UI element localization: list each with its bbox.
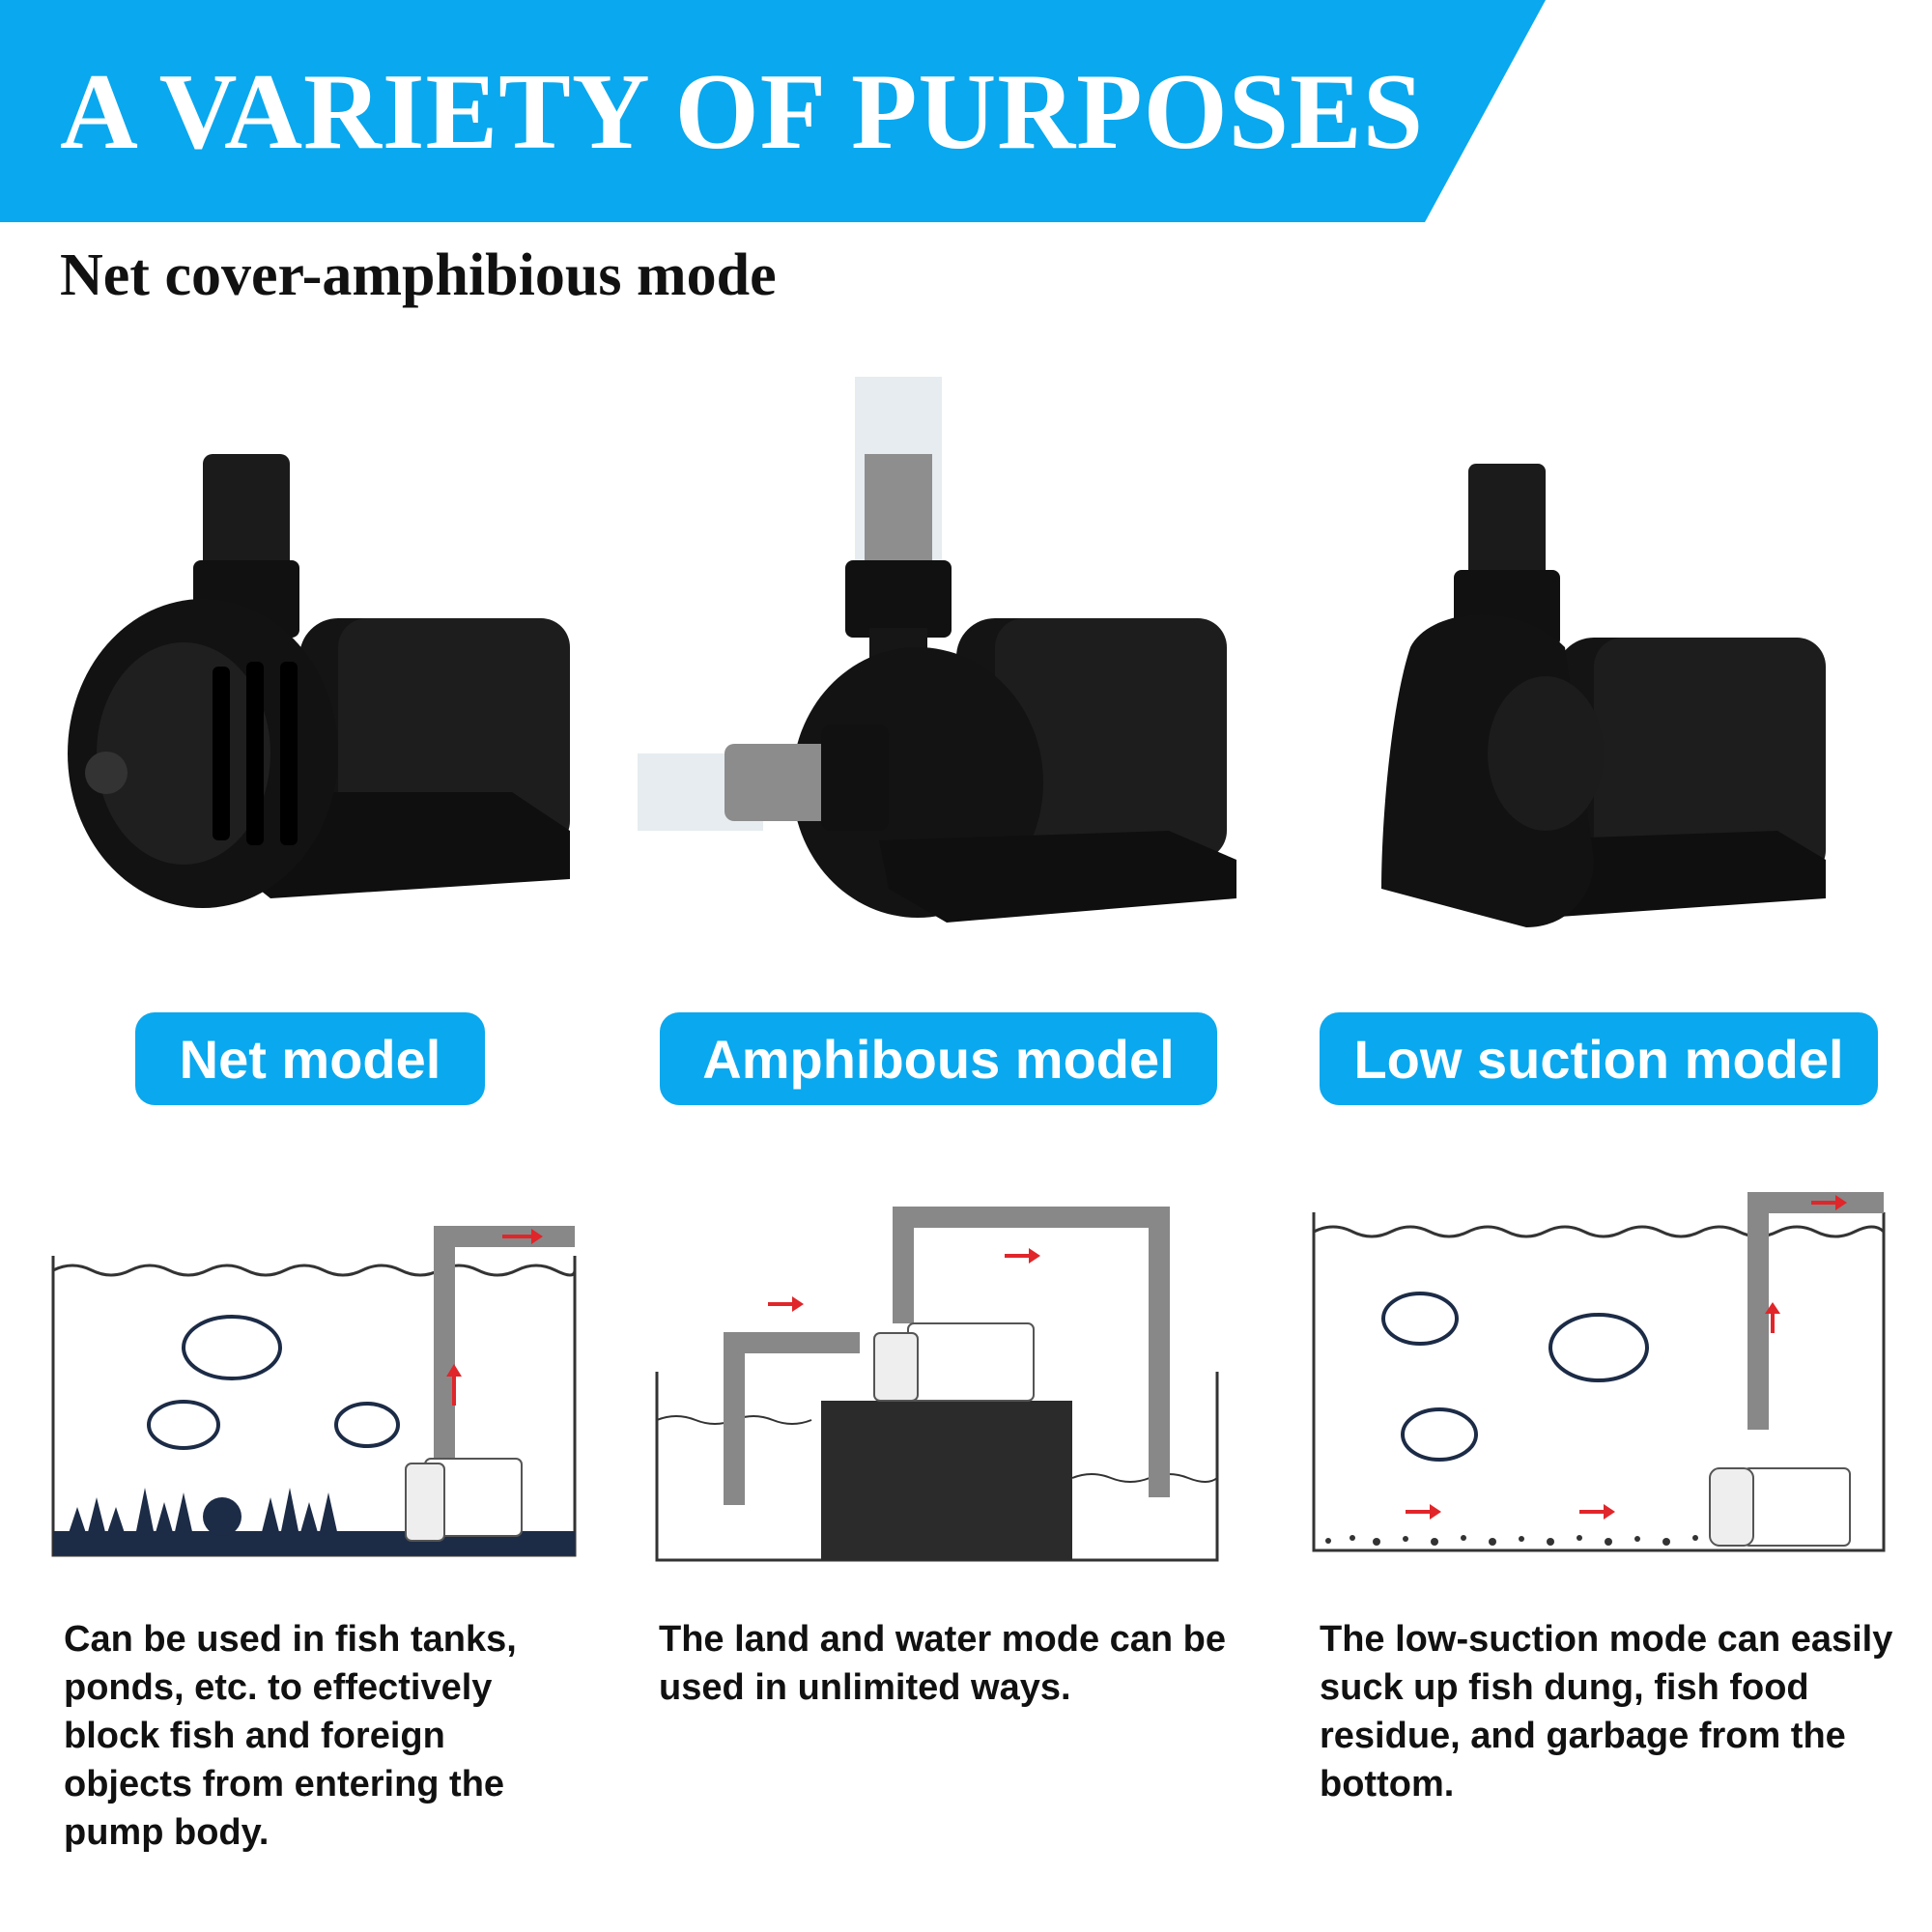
- land-and-water-diagram-icon: [655, 1207, 1219, 1562]
- pump-with-hoses-icon: [638, 377, 1236, 923]
- amphibous-model-label: Amphibous model: [660, 1012, 1217, 1105]
- low-suction-model-description: The low-suction mode can easily suck up …: [1320, 1619, 1893, 1804]
- page-subtitle: Net cover-amphibious mode: [60, 242, 777, 308]
- pump-with-low-suction-cover-icon: [1381, 464, 1826, 927]
- bottom-suction-diagram-icon: [1312, 1192, 1886, 1552]
- net-model-label: Net model: [135, 1012, 485, 1105]
- page-title: A VARIETY OF PURPOSES: [60, 52, 1424, 172]
- fish-tank-diagram-icon: [51, 1226, 577, 1557]
- net-model-description: Can be used in fish tanks, ponds, etc. t…: [64, 1619, 517, 1853]
- pump-with-net-cover-icon: [68, 454, 570, 908]
- header-banner: [0, 0, 1546, 222]
- low-suction-model-label: Low suction model: [1320, 1012, 1878, 1105]
- amphibous-model-description: The land and water mode can be used in u…: [659, 1619, 1227, 1708]
